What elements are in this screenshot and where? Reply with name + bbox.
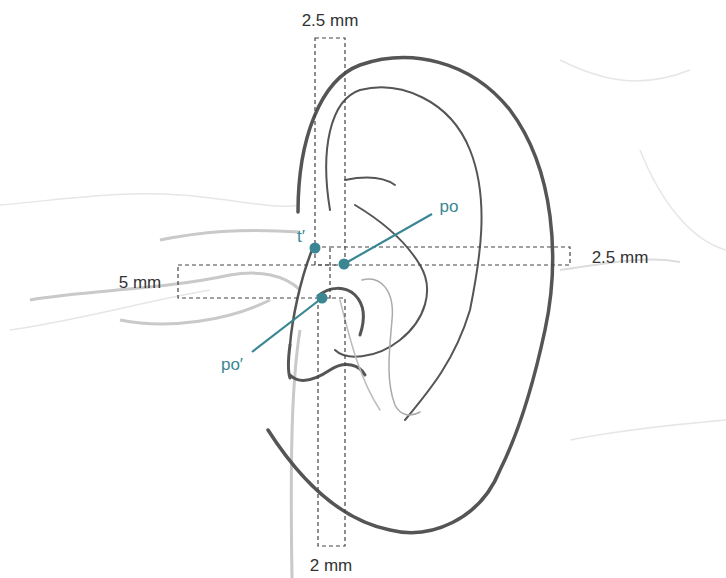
po-leader [344,214,432,264]
face-line [0,194,300,207]
po-prime-leader [252,298,322,352]
po-point [339,259,350,270]
landmark-label: po [440,198,459,215]
measurement-boxes [178,38,570,546]
top-band [315,38,345,265]
face-contours [0,60,726,440]
landmark-label: t′ [297,228,305,245]
face-line [570,420,726,440]
dimension-label: 2.5 mm [302,12,359,29]
left-band [178,265,330,298]
helix [268,58,553,533]
landmarks [252,214,432,352]
triangular-fossa [345,178,395,185]
dimension-label: 5 mm [119,274,162,291]
intertragic-notch [289,345,291,378]
antitragus [290,365,365,381]
jaw-line [120,300,270,324]
antihelix-outer [326,88,481,421]
face-line [560,60,690,81]
right-band [330,247,570,265]
bottom-band [318,298,345,546]
concha-floor [340,300,380,410]
po-prime-point [317,293,328,304]
landmark-label: po′ [221,356,243,373]
dimension-label: 2.5 mm [592,249,649,266]
neck-line [291,330,300,578]
face-line [640,150,726,250]
t-prime-point [310,243,321,254]
jaw-and-cheek [30,230,680,578]
ear-outline [268,58,553,533]
dimension-label: 2 mm [310,557,353,574]
cheek-line [160,230,300,240]
zygoma-line [30,273,300,300]
